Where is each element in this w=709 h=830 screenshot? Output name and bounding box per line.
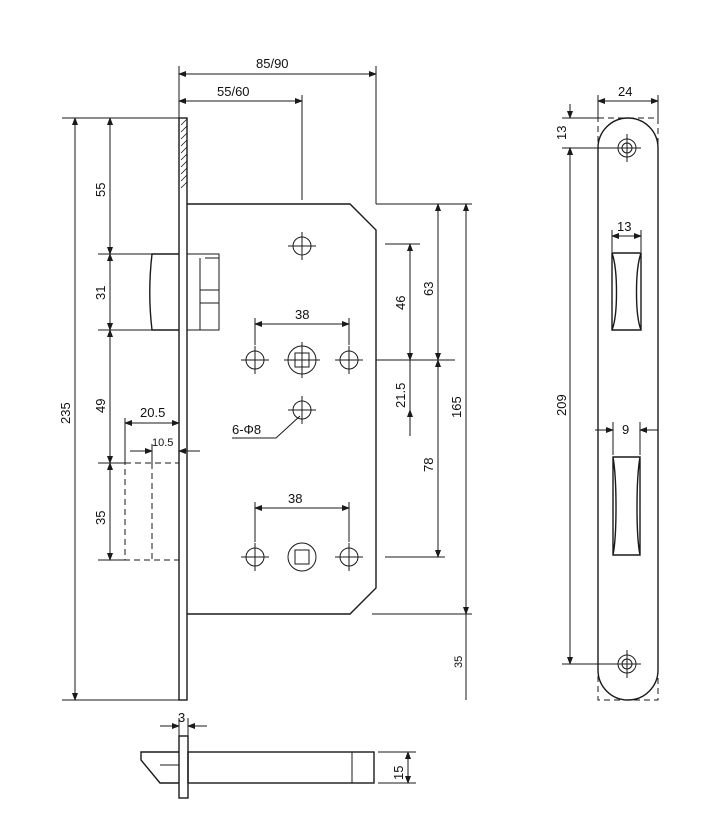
strike-screw-top bbox=[613, 134, 641, 162]
lock-case bbox=[187, 203, 377, 615]
dim-gap: 21.5 bbox=[393, 383, 408, 408]
strike-plate bbox=[597, 117, 659, 701]
bottom-faceplate bbox=[178, 735, 189, 799]
dim-strike-bolt-width: 9 bbox=[622, 422, 629, 437]
dim-strike-height: 209 bbox=[554, 394, 569, 416]
dim-bolt-throw: 20.5 bbox=[140, 405, 165, 420]
dim-strike-latch-width: 13 bbox=[617, 219, 631, 234]
key-cylinder bbox=[287, 542, 317, 572]
dimension-lines-main: 85/90 55/60 235 55 31 49 35 20.5 10.5 bbox=[58, 56, 472, 701]
handle-spindle bbox=[284, 342, 320, 378]
strike-latch-opening bbox=[611, 252, 642, 331]
holes-leader bbox=[232, 415, 301, 439]
dim-handle-to-key: 46 bbox=[393, 296, 408, 310]
dim-top-to-latch: 55 bbox=[93, 183, 108, 197]
dim-latch-to-bolt: 49 bbox=[93, 399, 108, 413]
dim-bottom-offset: 35 bbox=[453, 656, 465, 668]
dim-backset: 55/60 bbox=[217, 84, 250, 99]
dim-hole-spacing-bottom: 38 bbox=[288, 491, 302, 506]
dim-latch-throw: 10.5 bbox=[152, 437, 173, 449]
latch-bolt bbox=[149, 253, 179, 331]
handle-screw-hole-right bbox=[335, 346, 363, 374]
key-screw-hole-right bbox=[335, 543, 363, 571]
dim-key-to-spindle: 78 bbox=[421, 458, 436, 472]
strike-plate-outline bbox=[597, 117, 659, 701]
dim-case-height: 165 bbox=[449, 396, 464, 418]
dim-strike-width: 24 bbox=[618, 84, 632, 99]
dim-hole-spacing-top: 38 bbox=[295, 307, 309, 322]
dim-strike-top: 13 bbox=[554, 126, 569, 140]
mounting-hole-middle bbox=[288, 396, 316, 424]
dim-faceplate-thickness: 3 bbox=[178, 710, 185, 725]
strike-plate-view: 24 13 13 209 9 bbox=[554, 84, 659, 701]
key-screw-hole-left bbox=[241, 543, 269, 571]
dim-backset-total: 85/90 bbox=[256, 56, 289, 71]
bottom-latch bbox=[140, 751, 179, 784]
dim-total-height: 235 bbox=[58, 402, 73, 424]
bottom-case bbox=[187, 751, 375, 784]
dim-latch-height: 31 bbox=[93, 286, 108, 300]
faceplate bbox=[178, 117, 188, 701]
holes-spec-label: 6-Φ8 bbox=[232, 422, 261, 437]
bottom-view: 3 15 bbox=[140, 710, 416, 799]
latch-mechanism bbox=[186, 253, 220, 331]
dim-bolt-height: 35 bbox=[93, 511, 108, 525]
dim-center-to-top: 63 bbox=[421, 282, 436, 296]
dead-bolt bbox=[124, 462, 180, 561]
handle-screw-hole-left bbox=[241, 346, 269, 374]
dim-bolt-width: 15 bbox=[391, 766, 406, 780]
strike-screw-bottom bbox=[613, 650, 641, 678]
mounting-hole-top bbox=[288, 232, 316, 260]
lock-body-view: 6-Φ8 bbox=[124, 117, 377, 701]
faceplate-hatch bbox=[180, 118, 188, 189]
strike-bolt-opening bbox=[612, 456, 641, 556]
